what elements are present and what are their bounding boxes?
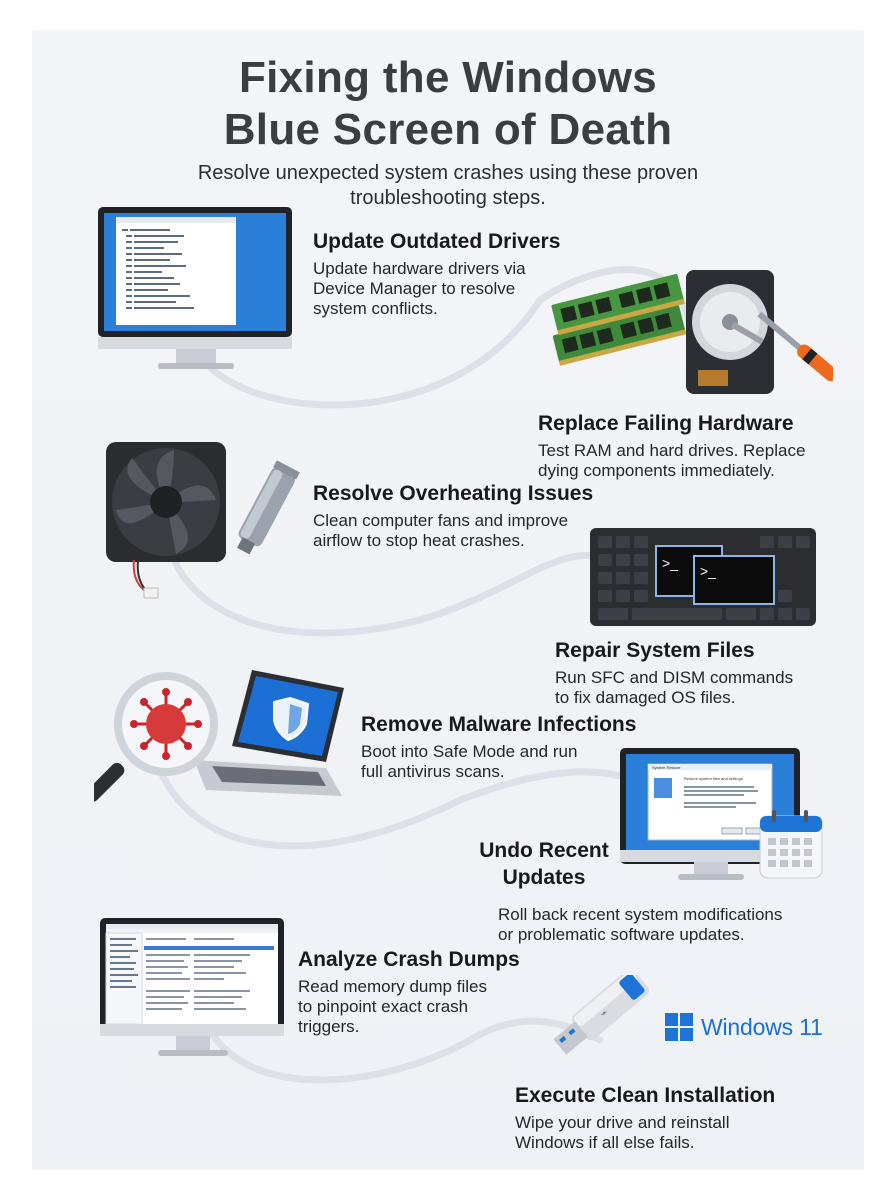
magnifier-virus-laptop-shield-icon [94, 670, 344, 802]
keyboard-terminal-icon: >_ >_ [590, 528, 816, 626]
step-replace-hardware: Replace Failing Hardware Test RAM and ha… [538, 410, 848, 481]
step-description: Read memory dump files to pinpoint exact… [298, 977, 487, 1036]
step-analyze-dumps: Analyze Crash Dumps Read memory dump fil… [298, 946, 598, 1037]
step-title: Execute Clean Installation [515, 1084, 776, 1107]
step-title: Repair System Files [555, 639, 755, 662]
step-title: Resolve Overheating Issues [313, 482, 594, 505]
step-overheating: Resolve Overheating Issues Clean compute… [313, 480, 613, 551]
step-clean-install: Execute Clean Installation Wipe your dri… [515, 1082, 845, 1153]
restore-dialog-heading: System Restore [652, 765, 681, 770]
monitor-dump-viewer-icon [100, 918, 284, 1056]
svg-text:>_: >_ [662, 555, 678, 571]
fan-thermal-paste-icon [106, 442, 300, 599]
step-description: Update hardware drivers via Device Manag… [313, 259, 526, 318]
windows-icon [665, 1013, 693, 1041]
step-description: Roll back recent system modifications or… [498, 905, 783, 944]
step-title: Update Outdated Drivers [313, 230, 561, 253]
windows-logo-badge: Windows 11 [665, 1011, 823, 1043]
step-description: Wipe your drive and reinstall Windows if… [515, 1113, 730, 1152]
svg-text:>_: >_ [700, 563, 716, 579]
step-title: Remove Malware Infections [361, 713, 637, 736]
step-undo-updates: Undo Recent Updates Roll back recent sys… [478, 837, 878, 945]
step-remove-malware: Remove Malware Infections Boot into Safe… [361, 711, 661, 782]
step-description: Boot into Safe Mode and run full antivir… [361, 742, 578, 781]
step-description: Run SFC and DISM commands to fix damaged… [555, 668, 794, 707]
step-repair-files: Repair System Files Run SFC and DISM com… [555, 637, 855, 708]
usb-drive-icon: ⌁ [553, 975, 649, 1055]
monitor-device-manager-icon [98, 207, 292, 369]
ram-harddrive-screwdriver-icon [551, 270, 833, 394]
step-title: Analyze Crash Dumps [298, 948, 520, 971]
windows-11-label: Windows 11 [701, 1013, 823, 1040]
restore-dialog-subheading: Restore system files and settings [684, 776, 743, 781]
page-subtitle: Resolve unexpected system crashes using … [197, 162, 699, 209]
page-title: Fixing the Windows Blue Screen of Death [223, 53, 673, 154]
step-description: Test RAM and hard drives. Replace dying … [538, 441, 806, 480]
step-title: Undo Recent Updates [479, 839, 609, 889]
step-title: Replace Failing Hardware [538, 412, 794, 435]
step-update-drivers: Update Outdated Drivers Update hardware … [313, 228, 613, 319]
monitor-system-restore-calendar-icon: System Restore Restore system files and … [620, 748, 823, 880]
step-description: Clean computer fans and improve airflow … [313, 511, 569, 550]
